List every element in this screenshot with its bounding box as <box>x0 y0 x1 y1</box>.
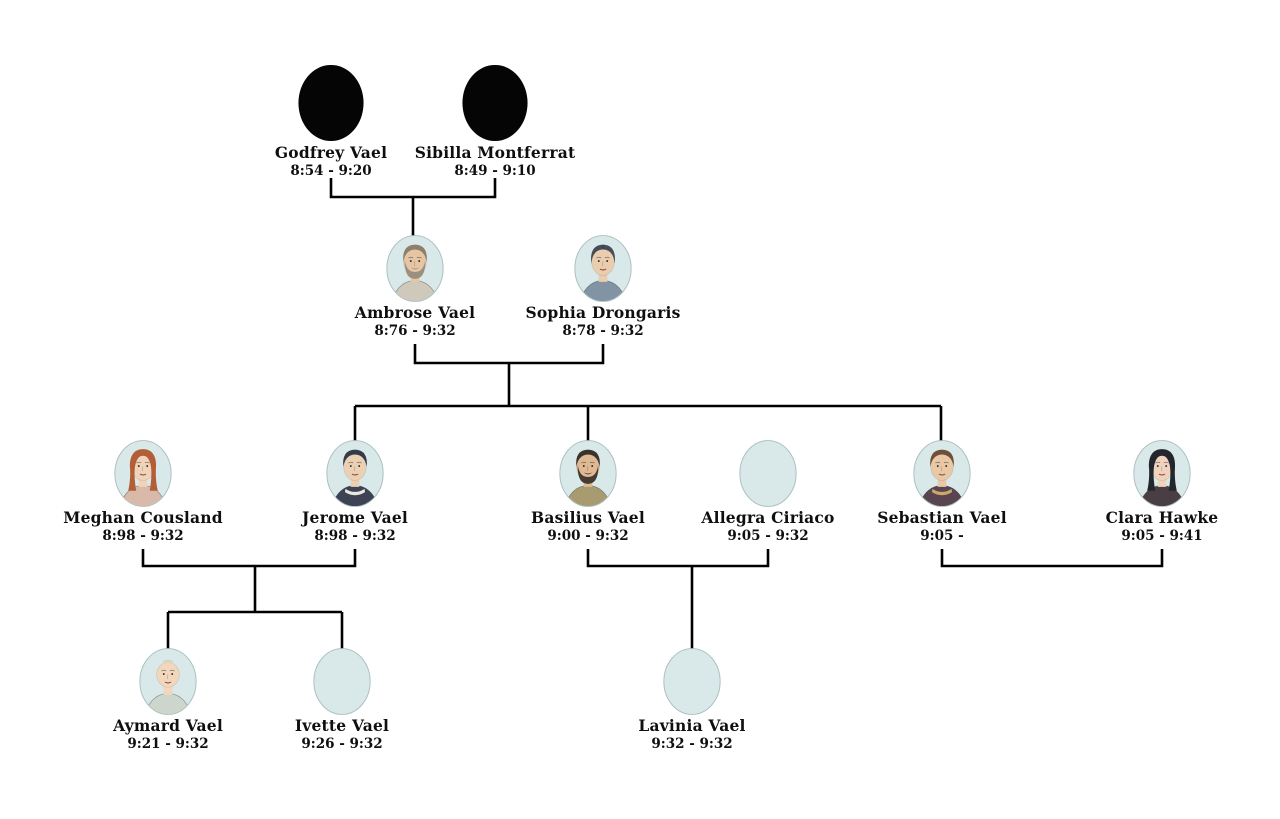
person-lifespan: 8:98 - 9:32 <box>314 528 396 545</box>
person-name: Sophia Drongaris <box>525 303 681 322</box>
person-lifespan: 8:76 - 9:32 <box>374 323 456 340</box>
person-node-sophia-drongaris[interactable]: Sophia Drongaris 8:78 - 9:32 <box>493 235 713 339</box>
person-lifespan: 8:98 - 9:32 <box>102 528 184 545</box>
person-node-jerome-vael[interactable]: Jerome Vael 8:98 - 9:32 <box>245 440 465 544</box>
portrait-allegra-ciriaco[interactable] <box>739 440 797 507</box>
person-name: Ambrose Vael <box>354 303 476 322</box>
portrait-ivette-vael[interactable] <box>313 648 371 715</box>
portrait-sophia-drongaris[interactable] <box>574 235 632 302</box>
person-name: Sebastian Vael <box>877 508 1007 527</box>
person-lifespan: 9:05 - 9:32 <box>727 528 809 545</box>
person-lifespan: 9:00 - 9:32 <box>547 528 629 545</box>
person-lifespan: 8:54 - 9:20 <box>290 163 372 180</box>
person-node-basilius-vael[interactable]: Basilius Vael 9:00 - 9:32 <box>478 440 698 544</box>
person-lifespan: 9:26 - 9:32 <box>301 736 383 753</box>
person-node-godfrey-vael[interactable]: Godfrey Vael 8:54 - 9:20 <box>221 64 441 179</box>
person-node-clara-hawke[interactable]: Clara Hawke 9:05 - 9:41 <box>1052 440 1272 544</box>
person-name: Ivette Vael <box>294 716 390 735</box>
person-lifespan: 9:05 - 9:41 <box>1121 528 1203 545</box>
portrait-godfrey-vael[interactable] <box>298 64 364 142</box>
person-name: Basilius Vael <box>531 508 645 527</box>
person-name: Lavinia Vael <box>638 716 746 735</box>
connector-union-basilius-allegra <box>586 549 770 568</box>
person-node-ivette-vael[interactable]: Ivette Vael 9:26 - 9:32 <box>232 648 452 752</box>
person-node-sibilla-montferrat[interactable]: Sibilla Montferrat 8:49 - 9:10 <box>385 64 605 179</box>
person-name: Meghan Cousland <box>63 508 223 527</box>
person-name: Clara Hawke <box>1105 508 1219 527</box>
portrait-ambrose-vael[interactable] <box>386 235 444 302</box>
connector-union-meghan-jerome <box>141 549 357 568</box>
connector-union-ambrose-sophia <box>413 344 605 365</box>
person-name: Godfrey Vael <box>274 143 388 162</box>
person-lifespan: 9:05 - <box>920 528 964 545</box>
portrait-jerome-vael[interactable] <box>326 440 384 507</box>
portrait-lavinia-vael[interactable] <box>663 648 721 715</box>
person-name: Sibilla Montferrat <box>414 143 576 162</box>
portrait-sebastian-vael[interactable] <box>913 440 971 507</box>
person-lifespan: 9:21 - 9:32 <box>127 736 209 753</box>
person-node-lavinia-vael[interactable]: Lavinia Vael 9:32 - 9:32 <box>582 648 802 752</box>
connector-union-godfrey-sibilla <box>329 178 497 199</box>
person-node-sebastian-vael[interactable]: Sebastian Vael 9:05 - <box>832 440 1052 544</box>
portrait-basilius-vael[interactable] <box>559 440 617 507</box>
connector-union-sebastian-clara <box>940 549 1164 568</box>
person-name: Aymard Vael <box>113 716 223 735</box>
person-node-ambrose-vael[interactable]: Ambrose Vael 8:76 - 9:32 <box>305 235 525 339</box>
person-name: Jerome Vael <box>302 508 408 527</box>
person-node-aymard-vael[interactable]: Aymard Vael 9:21 - 9:32 <box>58 648 278 752</box>
person-node-meghan-cousland[interactable]: Meghan Cousland 8:98 - 9:32 <box>33 440 253 544</box>
person-name: Allegra Ciriaco <box>701 508 835 527</box>
person-lifespan: 8:49 - 9:10 <box>454 163 536 180</box>
person-lifespan: 8:78 - 9:32 <box>562 323 644 340</box>
person-node-allegra-ciriaco[interactable]: Allegra Ciriaco 9:05 - 9:32 <box>658 440 878 544</box>
person-lifespan: 9:32 - 9:32 <box>651 736 733 753</box>
portrait-aymard-vael[interactable] <box>139 648 197 715</box>
portrait-clara-hawke[interactable] <box>1133 440 1191 507</box>
portrait-sibilla-montferrat[interactable] <box>462 64 528 142</box>
portrait-meghan-cousland[interactable] <box>114 440 172 507</box>
